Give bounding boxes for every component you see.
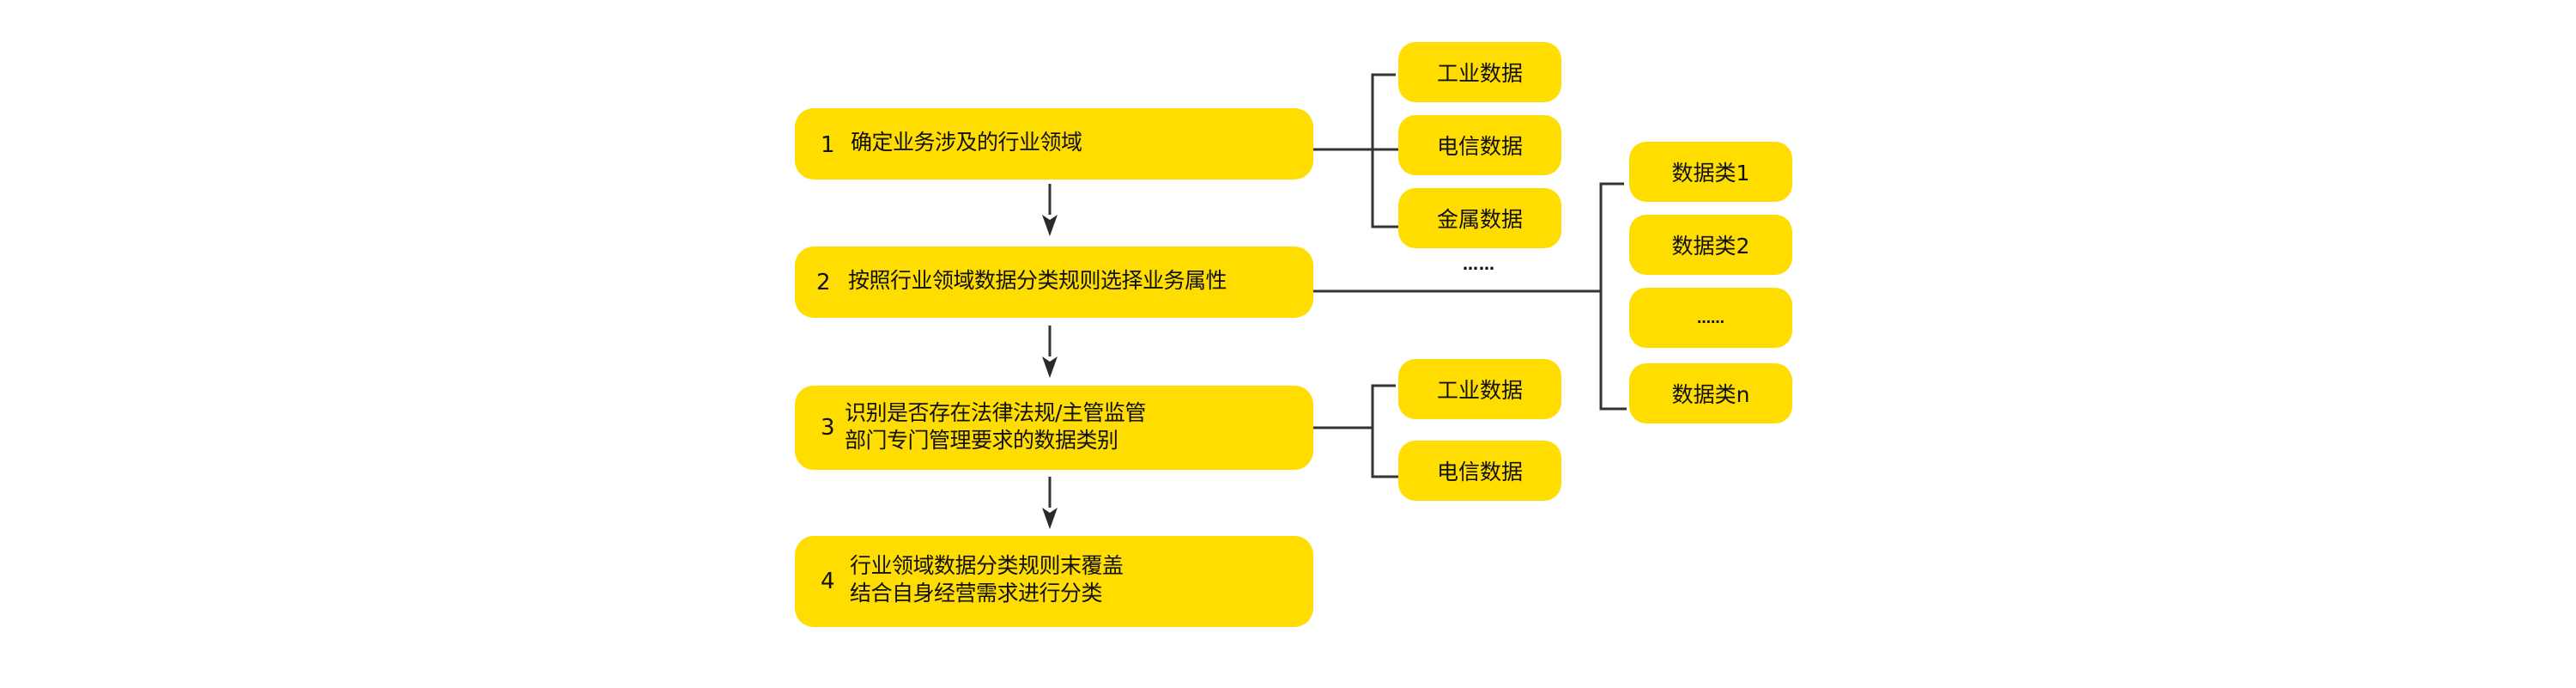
step-1-number: 1 bbox=[821, 132, 835, 158]
step-3-text: 识别是否存在法律法规/主管监管 部门专门管理要求的数据类别 bbox=[845, 399, 1146, 454]
step-1-text: 确定业务涉及的行业领域 bbox=[851, 129, 1082, 156]
step2-branch-class-2: 数据类2 bbox=[1629, 215, 1792, 275]
step-3-box: 3 识别是否存在法律法规/主管监管 部门专门管理要求的数据类别 bbox=[795, 386, 1313, 470]
step2-branch-ellipsis: …… bbox=[1629, 288, 1792, 348]
arrow-3-to-4 bbox=[1042, 477, 1058, 529]
step-2-text: 按照行业领域数据分类规则选择业务属性 bbox=[848, 267, 1227, 295]
arrow-1-to-2 bbox=[1042, 184, 1058, 236]
step-4-text: 行业领域数据分类规则末覆盖 结合自身经营需求进行分类 bbox=[850, 552, 1124, 607]
step-2-number: 2 bbox=[816, 270, 831, 295]
step3-bracket bbox=[1313, 384, 1398, 478]
step-4-number: 4 bbox=[821, 569, 835, 594]
step3-branch-industrial: 工业数据 bbox=[1398, 359, 1561, 419]
step2-branch-class-1: 数据类1 bbox=[1629, 142, 1792, 202]
step-4-line-1: 行业领域数据分类规则末覆盖 bbox=[850, 553, 1124, 578]
step-3-number: 3 bbox=[821, 415, 835, 441]
step-2-box: 2 按照行业领域数据分类规则选择业务属性 bbox=[795, 247, 1313, 318]
step-2-line-1: 按照行业领域数据分类规则选择业务属性 bbox=[848, 268, 1227, 293]
step2-branch-class-n: 数据类n bbox=[1629, 363, 1792, 423]
step1-branch-metal: 金属数据 bbox=[1398, 188, 1561, 248]
step-1-line-1: 确定业务涉及的行业领域 bbox=[851, 130, 1082, 155]
step1-branch-industrial: 工业数据 bbox=[1398, 42, 1561, 102]
step1-branch-telecom: 电信数据 bbox=[1398, 115, 1561, 175]
arrow-2-to-3 bbox=[1042, 326, 1058, 378]
step3-branch-telecom: 电信数据 bbox=[1398, 441, 1561, 501]
step-4-box: 4 行业领域数据分类规则末覆盖 结合自身经营需求进行分类 bbox=[795, 536, 1313, 627]
step-1-box: 1 确定业务涉及的行业领域 bbox=[795, 108, 1313, 180]
step-4-line-2: 结合自身经营需求进行分类 bbox=[850, 581, 1103, 606]
step-3-line-1: 识别是否存在法律法规/主管监管 bbox=[845, 400, 1146, 425]
step1-more-ellipsis: …… bbox=[1463, 256, 1495, 274]
step-3-line-2: 部门专门管理要求的数据类别 bbox=[845, 428, 1118, 453]
step1-bracket bbox=[1313, 73, 1398, 228]
